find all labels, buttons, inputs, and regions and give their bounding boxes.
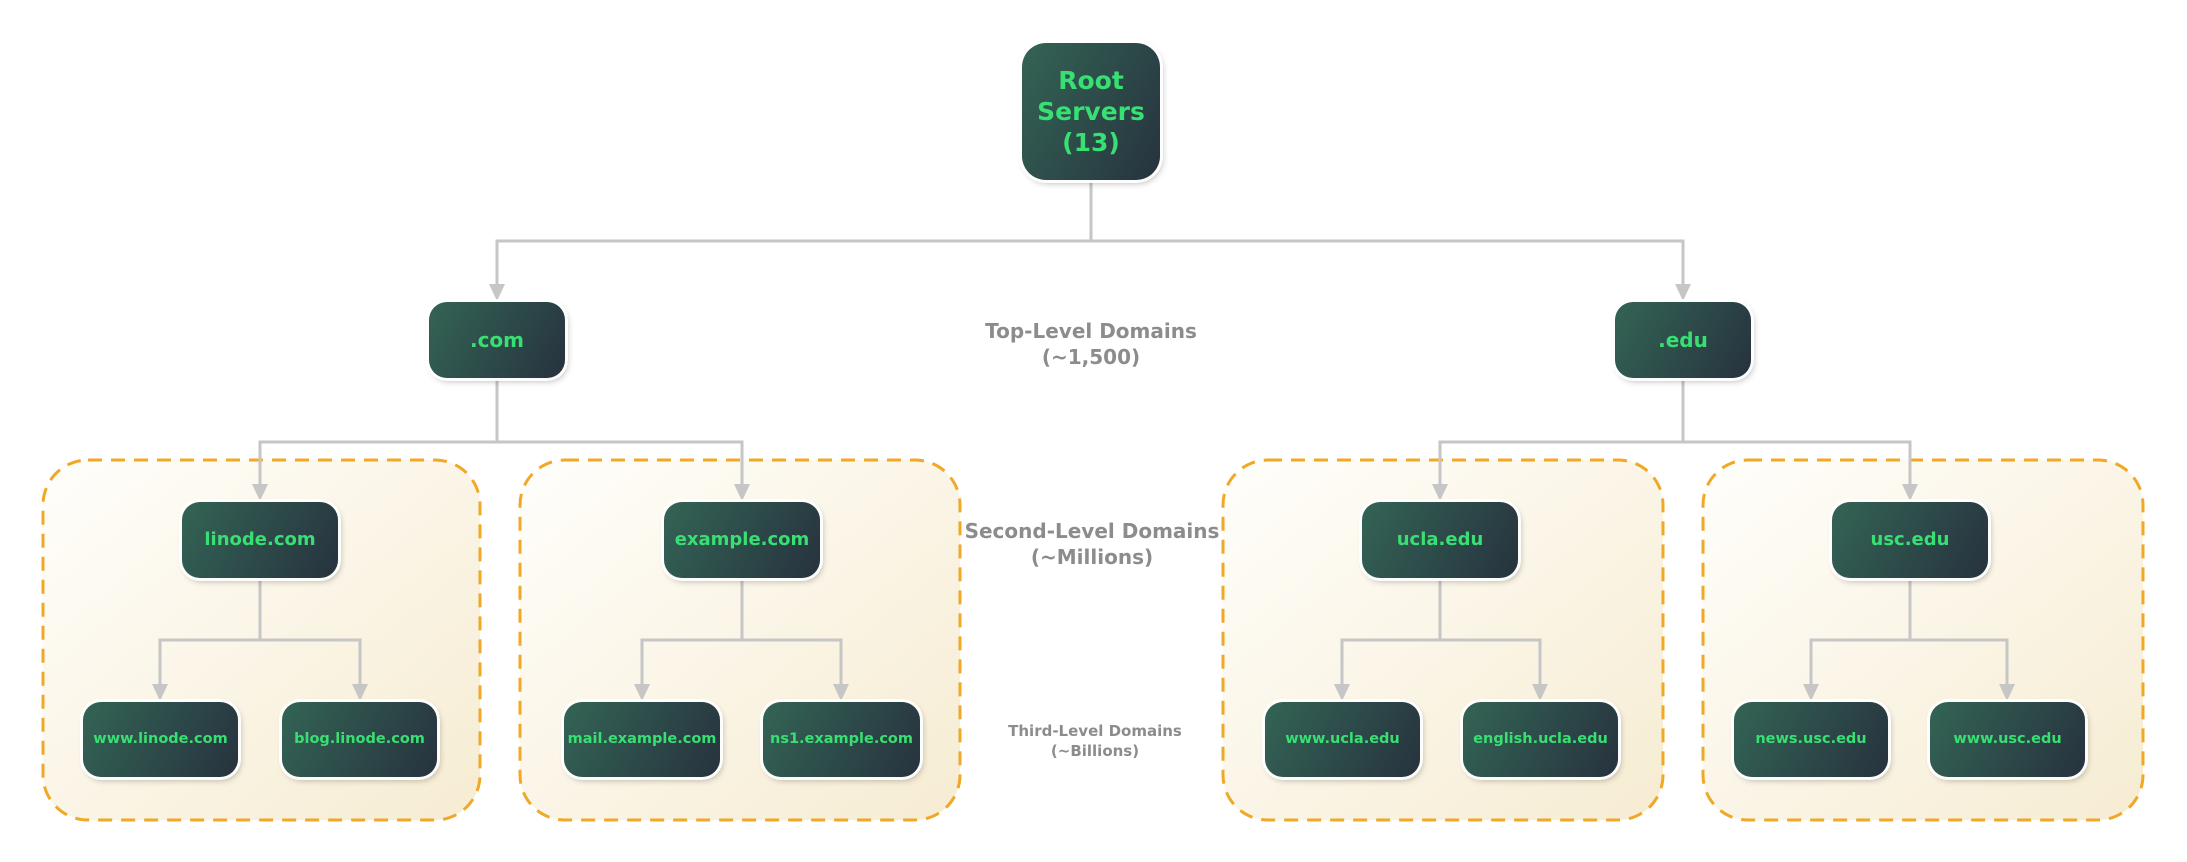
node-root-servers[interactable]: Root Servers (13)	[1022, 43, 1160, 180]
label-second-level-title: Second-Level Domains	[964, 519, 1220, 543]
node-ucla-edu[interactable]: ucla.edu	[1362, 502, 1518, 578]
connector-ucla-children	[1340, 638, 1542, 686]
arrowhead-ns1-example	[833, 684, 849, 701]
label-top-level-subtitle: (~1,500)	[1041, 345, 1141, 369]
arrowhead-www-usc	[1999, 684, 2015, 701]
node-ns1-example-com[interactable]: ns1.example.com	[763, 702, 920, 777]
node-tld-com[interactable]: .com	[429, 302, 565, 378]
node-mail-example-com[interactable]: mail.example.com	[564, 702, 720, 777]
connector-linode-children	[158, 638, 362, 686]
node-example-com[interactable]: example.com	[664, 502, 820, 578]
node-news-usc-edu[interactable]: news.usc.edu	[1734, 702, 1888, 777]
connector-root-to-tlds	[495, 239, 1685, 286]
node-www-ucla-edu[interactable]: www.ucla.edu	[1265, 702, 1420, 777]
arrowhead-example	[734, 484, 750, 501]
arrowhead-ucla	[1432, 484, 1448, 501]
arrowhead-linode	[252, 484, 268, 501]
arrowhead-edu	[1675, 284, 1691, 301]
label-third-level-subtitle: (~Billions)	[1050, 741, 1140, 760]
arrowhead-www-ucla	[1334, 684, 1350, 701]
connector-example-children	[640, 638, 843, 686]
label-top-level-domains: Top-Level Domains (~1,500)	[941, 318, 1241, 370]
label-second-level-domains: Second-Level Domains (~Millions)	[932, 518, 1252, 570]
arrowhead-news-usc	[1803, 684, 1819, 701]
arrowhead-mail-example	[634, 684, 650, 701]
arrowhead-com	[489, 284, 505, 301]
node-tld-edu[interactable]: .edu	[1615, 302, 1751, 378]
connector-com-children	[258, 440, 744, 486]
node-english-ucla-edu[interactable]: english.ucla.edu	[1463, 702, 1618, 777]
label-top-level-title: Top-Level Domains	[985, 319, 1197, 343]
connector-usc-children	[1809, 638, 2009, 686]
node-linode-com[interactable]: linode.com	[182, 502, 338, 578]
label-third-level-title: Third-Level Domains	[1008, 722, 1182, 740]
arrowhead-english-ucla	[1532, 684, 1548, 701]
label-third-level-domains: Third-Level Domains (~Billions)	[965, 722, 1225, 761]
arrowhead-usc	[1902, 484, 1918, 501]
arrowhead-www-linode	[152, 684, 168, 701]
node-www-linode-com[interactable]: www.linode.com	[83, 702, 238, 777]
connector-edu-children	[1438, 440, 1912, 486]
node-usc-edu[interactable]: usc.edu	[1832, 502, 1988, 578]
node-blog-linode-com[interactable]: blog.linode.com	[282, 702, 437, 777]
node-www-usc-edu[interactable]: www.usc.edu	[1930, 702, 2085, 777]
label-second-level-subtitle: (~Millions)	[1030, 545, 1154, 569]
arrowhead-blog-linode	[352, 684, 368, 701]
